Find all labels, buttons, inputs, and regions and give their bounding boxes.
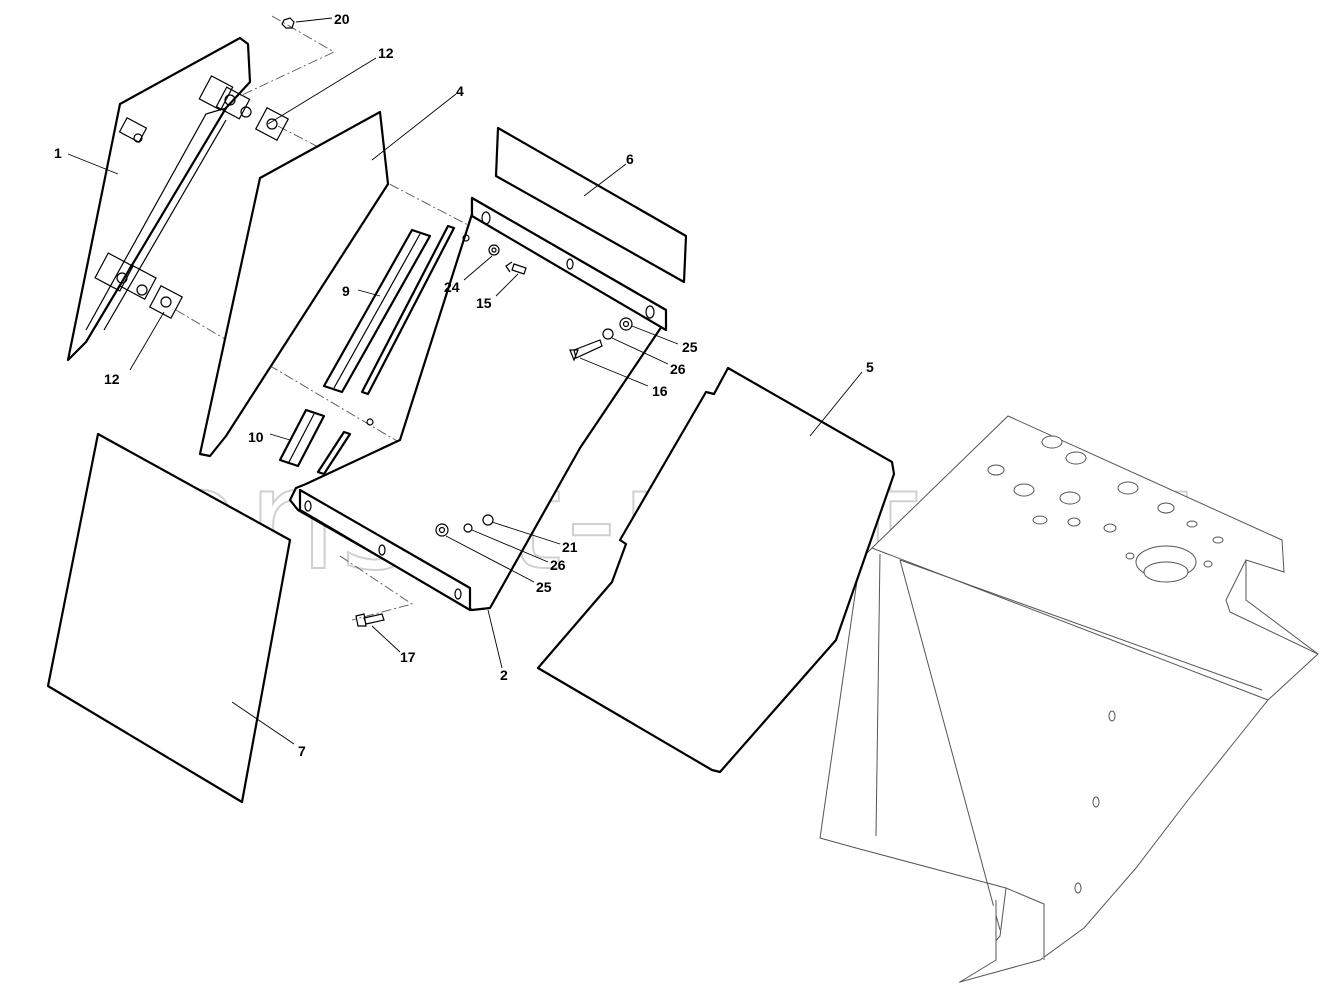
part-7-sheet (46, 432, 292, 804)
callout-20: 20 (334, 11, 350, 27)
machine-body (819, 415, 1319, 983)
callout-6: 6 (626, 151, 634, 167)
bolt-16-icon (569, 339, 603, 362)
callout-24: 24 (444, 279, 460, 295)
part-2-main-plate (288, 196, 668, 612)
part-5-large-panel (536, 366, 896, 774)
callout-7: 7 (298, 743, 306, 759)
callout-1: 1 (54, 145, 62, 161)
nut-21-icon (482, 514, 494, 526)
washer-24-icon (488, 244, 500, 256)
callout-5: 5 (866, 359, 874, 375)
lockwasher-26-top-icon (602, 328, 614, 340)
callout-9: 9 (342, 283, 350, 299)
part-1-bracket-panel (66, 36, 290, 362)
callout-26-top: 26 (670, 361, 686, 377)
callout-26-bottom: 26 (550, 557, 566, 573)
leader-lines (67, 17, 863, 745)
part-9-rail (322, 224, 456, 396)
callout-16: 16 (652, 383, 668, 399)
part-6-strip (494, 126, 688, 284)
callout-2: 2 (500, 667, 508, 683)
bolt-17-icon (355, 613, 385, 627)
callout-17: 17 (400, 649, 416, 665)
callout-4: 4 (456, 83, 464, 99)
callout-25-bottom: 25 (536, 579, 552, 595)
callout-25-top: 25 (682, 339, 698, 355)
callout-21: 21 (562, 539, 578, 555)
callout-labels: 20 12 4 1 6 9 24 15 12 25 26 16 5 10 21 … (54, 11, 874, 759)
callout-12-top: 12 (378, 45, 394, 61)
nut-20-icon (281, 17, 295, 29)
part-10-rail (278, 408, 352, 476)
washer-25-bottom-icon (435, 523, 449, 537)
bolt-15-icon (505, 261, 527, 275)
lockwasher-26-bottom-icon (463, 523, 473, 533)
washer-25-top-icon (619, 317, 633, 331)
callout-12-bottom: 12 (104, 371, 120, 387)
callout-10: 10 (248, 429, 264, 445)
part-4-panel (198, 110, 390, 458)
callout-15: 15 (476, 295, 492, 311)
fasteners (281, 17, 633, 627)
